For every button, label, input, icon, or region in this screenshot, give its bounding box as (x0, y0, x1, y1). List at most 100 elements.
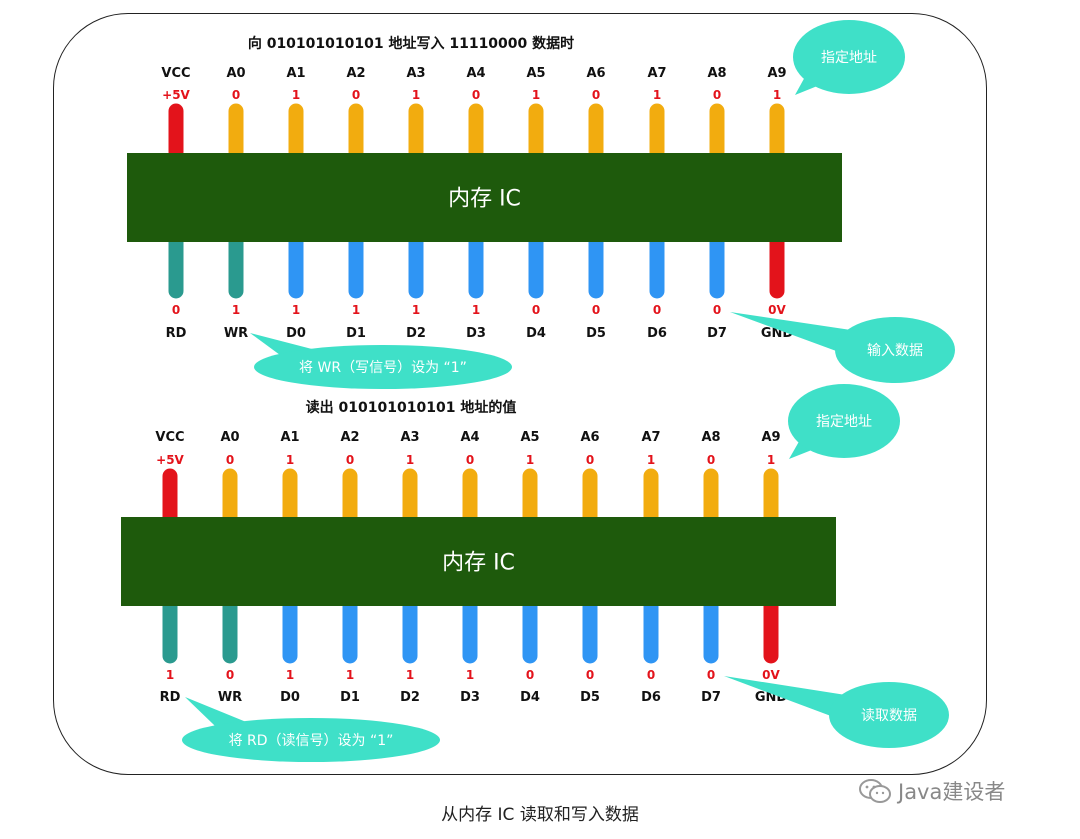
figure-caption: 从内存 IC 读取和写入数据 (441, 805, 639, 825)
section-1-signal-bubble (254, 345, 512, 389)
section-2-pin-label: A4 (460, 430, 479, 445)
section-1-pin-value: 0 (713, 88, 721, 102)
section-2-pin-value: 0V (762, 668, 780, 682)
section-2-memory-chip (121, 517, 836, 606)
section-1-address-bubble-text: 指定地址 (821, 50, 877, 66)
section-2-pin-label: D3 (460, 690, 480, 705)
section-1-title: 向 010101010101 地址写入 11110000 数据时 (248, 35, 574, 52)
section-2-data-bubble-text: 读取数据 (861, 707, 917, 724)
section-2-pin-label: WR (218, 690, 242, 705)
section-2-pin-value: 1 (526, 453, 534, 467)
section-2-chip-label: 内存 IC (442, 551, 515, 576)
section-2-address-bubble-text: 指定地址 (816, 414, 872, 430)
section-1-pin-value: 1 (412, 88, 420, 102)
section-1-pin-label: A8 (707, 66, 726, 81)
section-1-chip-label: 内存 IC (448, 187, 521, 212)
section-1-pin-value: 1 (773, 88, 781, 102)
section-1-pin-value: 0 (352, 88, 360, 102)
section-1-pin-value: 1 (232, 303, 240, 317)
section-1-pin-label: A6 (586, 66, 605, 81)
section-1-data-bubble-text: 输入数据 (867, 343, 923, 359)
section-1-pin-value: 1 (412, 303, 420, 317)
diagram-frame (53, 13, 987, 775)
section-1-memory-chip (127, 153, 842, 242)
section-2-signal-bubble (182, 718, 440, 762)
section-1-pin-value: 0 (592, 303, 600, 317)
section-2-pin-label: A8 (701, 430, 720, 445)
section-2-pin-value: 1 (647, 453, 655, 467)
section-2-pin-label: D7 (701, 690, 721, 705)
section-1-pin-label: D2 (406, 326, 426, 341)
section-2-signal-bubble-text: 将 RD（读信号）设为 “1” (229, 732, 394, 749)
section-1-signal-bubble-text: 将 WR（写信号）设为 “1” (299, 360, 467, 376)
section-2-pin-value: 1 (346, 668, 354, 682)
section-2-pin-label: D6 (641, 690, 661, 705)
section-1-data-bubble (835, 317, 955, 383)
section-1-data-bubble-tail (730, 312, 866, 360)
section-1-pin-value: 1 (352, 303, 360, 317)
section-1-pin-value: 0 (472, 88, 480, 102)
section-1-pin-label: D7 (707, 326, 727, 341)
section-2-pin-value: 1 (166, 668, 174, 682)
section-2-pin-value: 0 (346, 453, 354, 467)
section-1-pin-value: 0 (232, 88, 240, 102)
section-1-pin-value: 1 (292, 303, 300, 317)
section-2-pin-value: 0 (707, 453, 715, 467)
section-1-pin-label: A0 (226, 66, 245, 81)
section-2-pin-label: D5 (580, 690, 600, 705)
section-1-pin-value: 1 (532, 88, 540, 102)
section-2-pin-label: D2 (400, 690, 420, 705)
section-1-pin-label: A4 (466, 66, 485, 81)
section-2-pin-label: VCC (155, 430, 184, 445)
section-1-pin-value: 0 (653, 303, 661, 317)
section-1-pin-label: A2 (346, 66, 365, 81)
section-1-pin-label: D5 (586, 326, 606, 341)
section-2-pin-label: A0 (220, 430, 239, 445)
section-2-pin-label: D4 (520, 690, 540, 705)
section-1-pin-label: D4 (526, 326, 546, 341)
wechat-icon (859, 779, 891, 803)
section-1-pin-label: D3 (466, 326, 486, 341)
section-1-pin-value: 0 (172, 303, 180, 317)
section-1-pin-value: 0 (592, 88, 600, 102)
section-1-address-bubble (793, 20, 905, 94)
section-2-data-bubble-tail (724, 676, 861, 725)
section-2-pin-value: 0 (226, 453, 234, 467)
section-2-pin-value: 1 (286, 453, 294, 467)
section-1-pin-value: 1 (472, 303, 480, 317)
watermark: Java建设者 (858, 776, 1005, 806)
section-2-pin-label: A1 (280, 430, 299, 445)
section-1-pin-label: D6 (647, 326, 667, 341)
section-1-pin-value: 1 (292, 88, 300, 102)
section-2-title: 读出 010101010101 地址的值 (306, 399, 517, 416)
section-2-address-bubble (788, 384, 900, 458)
section-1-pin-label: RD (166, 326, 187, 341)
section-1-pin-label: A9 (767, 66, 786, 81)
section-2-pin-label: D0 (280, 690, 300, 705)
section-1-pin-value: 1 (653, 88, 661, 102)
section-2-pin-value: 1 (466, 668, 474, 682)
section-2-pin-value: 0 (647, 668, 655, 682)
section-1-pin-label: VCC (161, 66, 190, 81)
section-2-pin-label: A3 (400, 430, 419, 445)
section-2-pin-value: 1 (406, 668, 414, 682)
section-2-pin-label: A2 (340, 430, 359, 445)
section-2-pin-label: A6 (580, 430, 599, 445)
section-1-pin-label: D0 (286, 326, 306, 341)
section-1-pin-label: D1 (346, 326, 366, 341)
section-2-pin-value: 0 (586, 668, 594, 682)
section-2-pin-value: 0 (526, 668, 534, 682)
watermark-text: Java建设者 (898, 780, 1006, 804)
section-1-pin-label: A5 (526, 66, 545, 81)
section-2-pin-label: A7 (641, 430, 660, 445)
section-1-pin-label: A7 (647, 66, 666, 81)
section-1-pin-value: 0 (713, 303, 721, 317)
section-2-pin-value: 0 (586, 453, 594, 467)
section-2-pin-label: A5 (520, 430, 539, 445)
section-2-pin-label: A9 (761, 430, 780, 445)
section-2-pin-value: 0 (707, 668, 715, 682)
section-2-pin-value: 1 (406, 453, 414, 467)
section-2-pin-value: +5V (156, 453, 184, 467)
section-1-pin-label: A1 (286, 66, 305, 81)
